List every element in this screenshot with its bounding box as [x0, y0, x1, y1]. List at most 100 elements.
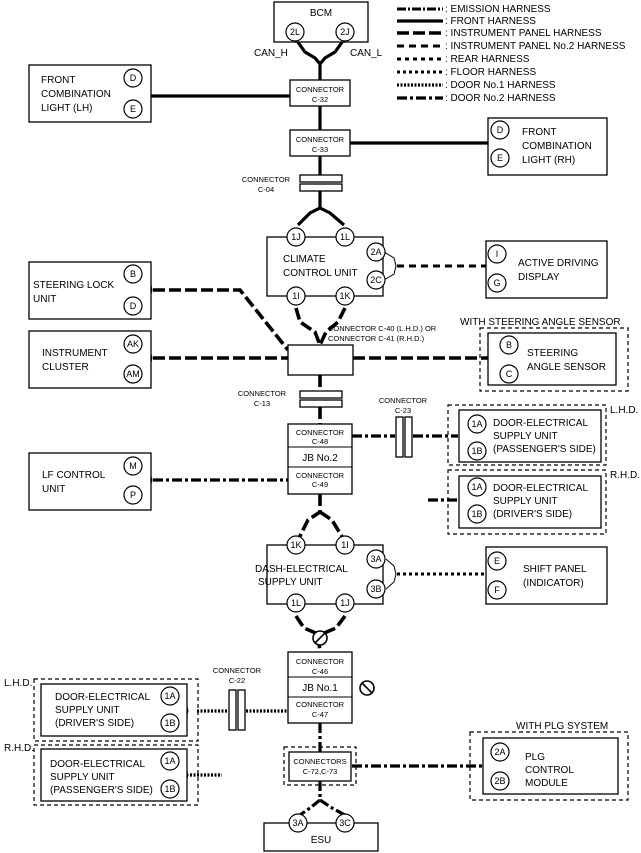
- svg-text:2C: 2C: [370, 275, 382, 285]
- svg-text:DISPLAY: DISPLAY: [518, 272, 560, 283]
- svg-text:LF CONTROL: LF CONTROL: [42, 470, 106, 481]
- svg-text:B: B: [130, 269, 136, 279]
- svg-text:DOOR-ELECTRICAL: DOOR-ELECTRICAL: [55, 692, 150, 703]
- svg-text:1A: 1A: [471, 419, 482, 429]
- svg-text:SUPPLY UNIT: SUPPLY UNIT: [258, 577, 323, 588]
- svg-text:DOOR-ELECTRICAL: DOOR-ELECTRICAL: [50, 759, 145, 770]
- svg-text:SUPPLY UNIT: SUPPLY UNIT: [493, 496, 558, 507]
- svg-text:3A: 3A: [370, 554, 381, 564]
- svg-text:UNIT: UNIT: [42, 484, 65, 495]
- legend-label-rear: : REAR HARNESS: [445, 54, 530, 65]
- svg-text:1B: 1B: [471, 446, 482, 456]
- svg-text:C-72,C-73: C-72,C-73: [303, 767, 338, 776]
- svg-text:LIGHT (LH): LIGHT (LH): [41, 103, 93, 114]
- legend-label-front: : FRONT HARNESS: [445, 16, 536, 27]
- svg-text:M: M: [129, 461, 137, 471]
- svg-text:1J: 1J: [291, 232, 301, 242]
- connector-c04: CONNECTOR C-04: [242, 174, 343, 194]
- svg-text:WITH PLG SYSTEM: WITH PLG SYSTEM: [516, 721, 608, 732]
- svg-text:C-33: C-33: [312, 145, 328, 154]
- svg-text:E: E: [497, 153, 503, 163]
- door-electrical-supply-passenger-lhd: L.H.D. DOOR-ELECTRICAL SUPPLY UNIT (PASS…: [447, 404, 638, 466]
- svg-text:CONTROL: CONTROL: [525, 765, 574, 776]
- junction-block-1: CONNECTOR C-46 JB No.1 CONNECTOR C-47: [287, 651, 353, 724]
- svg-text:WITH STEERING ANGLE SENSOR: WITH STEERING ANGLE SENSOR: [460, 317, 621, 328]
- can-l-label: CAN_L: [350, 48, 383, 59]
- connector-c13: CONNECTOR C-13: [238, 389, 343, 408]
- svg-text:CONNECTOR: CONNECTOR: [242, 175, 291, 184]
- svg-text:3A: 3A: [292, 818, 303, 828]
- svg-text:ANGLE SENSOR: ANGLE SENSOR: [527, 362, 606, 373]
- svg-text:CONNECTOR C-40 (L.H.D.) OR: CONNECTOR C-40 (L.H.D.) OR: [328, 324, 437, 333]
- svg-text:1K: 1K: [290, 540, 301, 550]
- svg-text:STEERING LOCK: STEERING LOCK: [33, 280, 114, 291]
- svg-text:DOOR-ELECTRICAL: DOOR-ELECTRICAL: [493, 418, 588, 429]
- svg-text:1A: 1A: [164, 756, 175, 766]
- svg-text:C-49: C-49: [312, 480, 328, 489]
- svg-text:DASH-ELECTRICAL: DASH-ELECTRICAL: [255, 564, 348, 575]
- bcm-pin-2j: [335, 22, 355, 42]
- svg-text:FRONT: FRONT: [41, 75, 75, 86]
- svg-text:PLG: PLG: [525, 752, 545, 763]
- svg-text:R.H.D.: R.H.D.: [4, 743, 34, 754]
- svg-text:AK: AK: [127, 339, 139, 349]
- svg-text:D: D: [130, 73, 137, 83]
- legend: : EMISSION HARNESS : FRONT HARNESS : INS…: [397, 4, 626, 104]
- svg-text:CONNECTOR: CONNECTOR: [296, 85, 345, 94]
- bcm-pin-2j-label: 2J: [340, 27, 350, 37]
- steering-lock-unit: STEERING LOCK UNIT B D: [28, 261, 152, 320]
- svg-text:JB No.2: JB No.2: [302, 453, 338, 464]
- junction-block-2: CONNECTOR C-48 JB No.2 CONNECTOR C-49: [287, 423, 353, 495]
- connector-c40-c41: CONNECTOR C-40 (L.H.D.) OR CONNECTOR C-4…: [287, 324, 437, 376]
- legend-label-ip: : INSTRUMENT PANEL HARNESS: [445, 28, 602, 39]
- svg-text:(DRIVER'S SIDE): (DRIVER'S SIDE): [493, 509, 572, 520]
- legend-label-door2: : DOOR No.2 HARNESS: [445, 93, 556, 104]
- svg-text:CONNECTOR: CONNECTOR: [296, 471, 345, 480]
- svg-text:1J: 1J: [340, 598, 350, 608]
- svg-text:CONNECTORS: CONNECTORS: [293, 757, 346, 766]
- svg-text:1B: 1B: [471, 509, 482, 519]
- svg-text:MODULE: MODULE: [525, 778, 568, 789]
- svg-text:CONNECTOR: CONNECTOR: [296, 657, 345, 666]
- connector-c72-c73: CONNECTORS C-72,C-73: [283, 746, 357, 786]
- steering-angle-sensor-group: WITH STEERING ANGLE SENSOR STEERING ANGL…: [460, 317, 629, 392]
- svg-text:AM: AM: [126, 369, 140, 379]
- svg-text:1A: 1A: [471, 482, 482, 492]
- dash-electrical-supply-unit: DASH-ELECTRICAL SUPPLY UNIT 1K 1I 1L 1J …: [255, 535, 386, 613]
- svg-text:B: B: [506, 340, 512, 350]
- svg-text:1I: 1I: [341, 540, 349, 550]
- svg-text:G: G: [493, 278, 500, 288]
- svg-text:C-22: C-22: [229, 676, 245, 685]
- svg-text:C-23: C-23: [395, 406, 411, 415]
- connector-c33: CONNECTOR C-33: [289, 129, 351, 157]
- svg-text:ACTIVE DRIVING: ACTIVE DRIVING: [518, 258, 599, 269]
- svg-text:DOOR-ELECTRICAL: DOOR-ELECTRICAL: [493, 483, 588, 494]
- svg-text:C: C: [506, 369, 513, 379]
- climate-control-unit: CLIMATE CONTROL UNIT 1J 1L 1I 1K 2A 2C: [266, 227, 386, 306]
- svg-text:3C: 3C: [339, 818, 351, 828]
- svg-text:C-46: C-46: [312, 667, 328, 676]
- svg-text:(DRIVER'S SIDE): (DRIVER'S SIDE): [55, 718, 134, 729]
- front-combination-light-rh: FRONT COMBINATION LIGHT (RH) D E: [487, 117, 608, 176]
- svg-text:SUPPLY UNIT: SUPPLY UNIT: [493, 431, 558, 442]
- svg-text:1K: 1K: [339, 291, 350, 301]
- front-combination-light-lh: FRONT COMBINATION LIGHT (LH) D E: [28, 64, 152, 123]
- bcm-pin-2l-label: 2L: [290, 27, 300, 37]
- svg-text:LIGHT (RH): LIGHT (RH): [522, 155, 575, 166]
- bcm-pin-2l: [285, 22, 305, 42]
- plg-control-module-group: WITH PLG SYSTEM PLG CONTROL MODULE 2A 2B: [469, 721, 629, 801]
- svg-text:UNIT: UNIT: [33, 294, 56, 305]
- svg-text:CLIMATE: CLIMATE: [283, 254, 326, 265]
- svg-text:2B: 2B: [494, 776, 505, 786]
- connector-c22: CONNECTOR C-22: [213, 666, 262, 731]
- svg-text:SUPPLY UNIT: SUPPLY UNIT: [55, 705, 120, 716]
- svg-text:P: P: [130, 490, 136, 500]
- svg-text:1B: 1B: [164, 784, 175, 794]
- svg-text:(INDICATOR): (INDICATOR): [523, 578, 584, 589]
- instrument-cluster: INSTRUMENT CLUSTER AK AM: [28, 330, 152, 389]
- legend-label-door1: : DOOR No.1 HARNESS: [445, 80, 556, 91]
- svg-text:CONNECTOR C-41 (R.H.D.): CONNECTOR C-41 (R.H.D.): [328, 334, 425, 343]
- svg-text:STEERING: STEERING: [527, 348, 578, 359]
- legend-label-ip2: : INSTRUMENT PANEL No.2 HARNESS: [445, 41, 626, 52]
- svg-text:JB No.1: JB No.1: [302, 683, 338, 694]
